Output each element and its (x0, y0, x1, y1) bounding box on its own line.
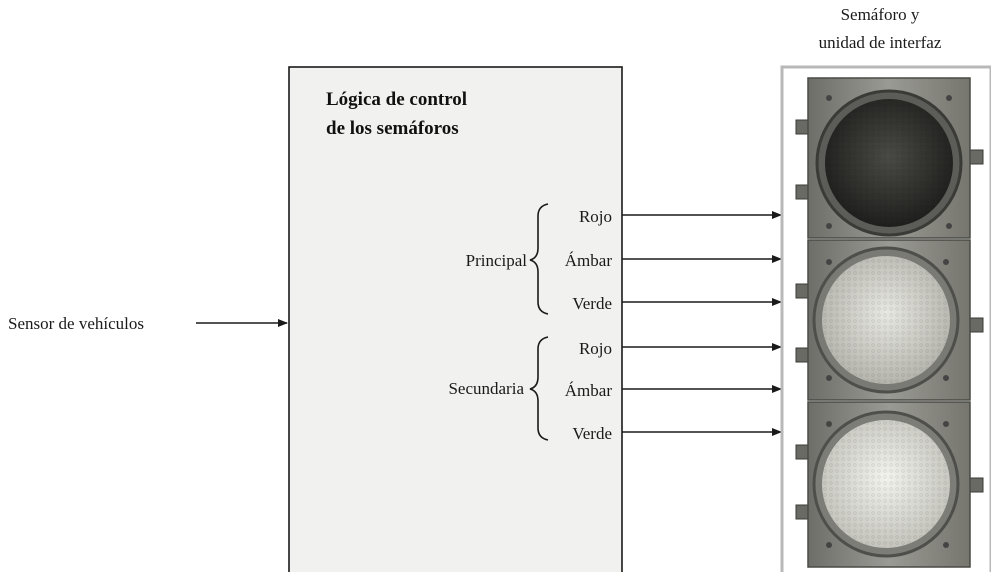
signal-principal-verde: Verde (572, 294, 612, 313)
signal-principal-ambar: Ámbar (565, 251, 613, 270)
input-label: Sensor de vehículos (8, 314, 144, 333)
brace-principal (529, 203, 549, 315)
box-title-line1: Lógica de control (326, 89, 467, 110)
traffic-light-red-section (807, 77, 971, 239)
box-title-line2: de los semáforos (326, 118, 459, 139)
brace-secundaria (529, 336, 549, 441)
traffic-light-label-line2: unidad de interfaz (819, 33, 942, 52)
signal-secundaria-verde: Verde (572, 424, 612, 443)
group-label-principal: Principal (466, 251, 528, 270)
group-label-secundaria: Secundaria (448, 379, 524, 398)
signal-secundaria-rojo: Rojo (579, 339, 612, 358)
control-logic-box (288, 66, 623, 572)
signal-principal-rojo: Rojo (579, 207, 612, 226)
traffic-light-green-section (807, 401, 971, 568)
signal-secundaria-ambar: Ámbar (565, 381, 613, 400)
traffic-light-label-line1: Semáforo y (841, 5, 920, 24)
traffic-light-amber-section (807, 239, 971, 401)
traffic-light-image (780, 65, 991, 572)
